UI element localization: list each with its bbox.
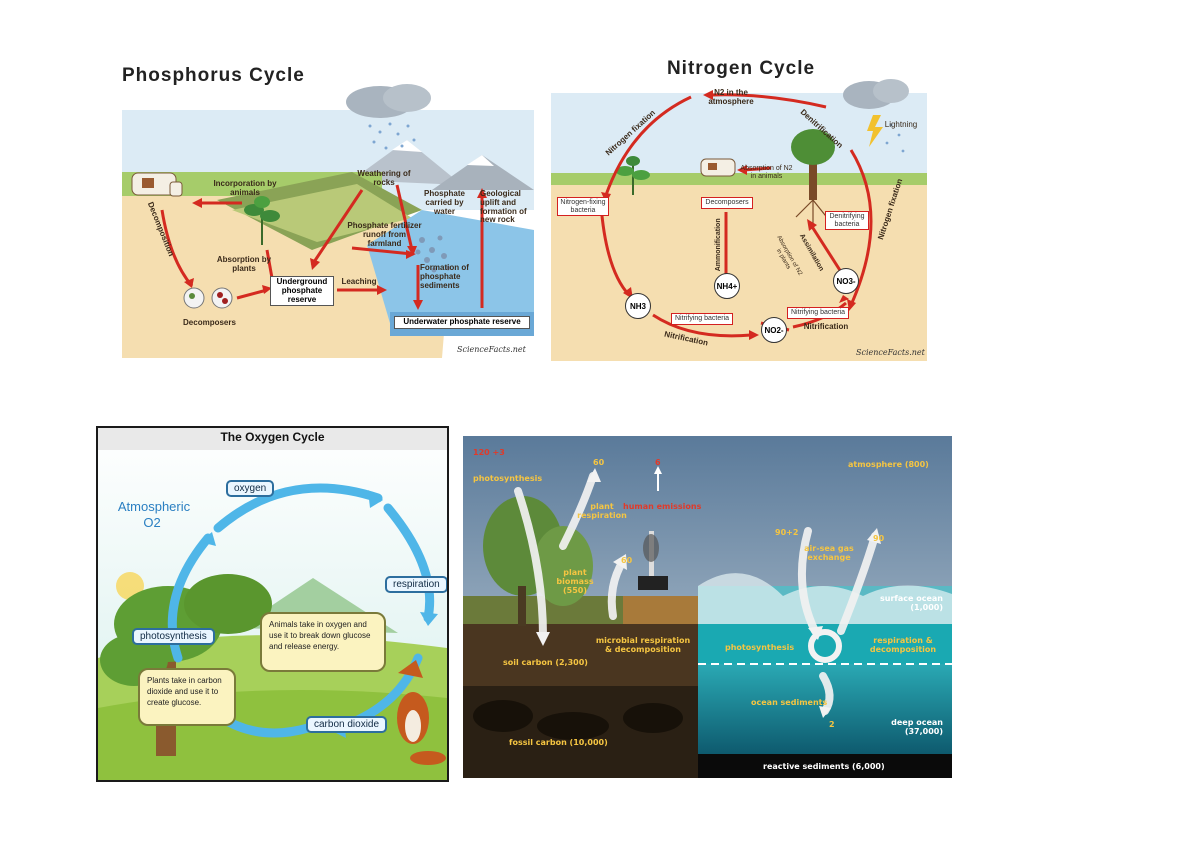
label-formation: Formation of phosphate sediments xyxy=(420,263,469,290)
oxygen-title: The Oxygen Cycle xyxy=(220,430,325,444)
label-ocean-sediments: ocean sediments xyxy=(751,698,828,707)
oxygen-cycle-panel: The Oxygen Cycle Atmospheric O2 oxygen r… xyxy=(96,426,449,782)
label-plant-respiration: plant respiration xyxy=(577,502,627,521)
decomposers-box: Decomposers xyxy=(701,197,753,209)
label-ammonification: Ammonification xyxy=(715,218,723,272)
label-photosynthesis-land: photosynthesis xyxy=(473,474,543,483)
value-2: 2 xyxy=(829,720,835,729)
label-soil-carbon: soil carbon (2,300) xyxy=(503,658,588,667)
label-nitrification-right: Nitrification xyxy=(803,322,849,331)
value-60a: 60 xyxy=(593,458,605,467)
plants-text-bubble: Plants take in carbon dioxide and use it… xyxy=(138,668,236,726)
photosynthesis-tag: photosynthesis xyxy=(132,628,215,645)
phosphorus-title: Phosphorus Cycle xyxy=(122,65,305,86)
nitrogen-cycle-panel: Nitrogen Cycle N2 in the atmosphere Nitr… xyxy=(551,55,927,361)
label-lightning: Lightning xyxy=(884,120,918,129)
nitrifying-bacteria-box-2: Nitrifying bacteria xyxy=(787,307,849,319)
label-geological: Geological uplift and formation of new r… xyxy=(480,189,527,225)
label-fertilizer: Phosphate fertilizer runoff from farmlan… xyxy=(347,221,422,248)
label-weathering: Weathering of rocks xyxy=(357,169,411,187)
label-surface-ocean: surface ocean (1,000) xyxy=(880,594,943,613)
label-n2-line1: N2 in the xyxy=(714,88,748,97)
nitrogen-fixing-bacteria-box: Nitrogen-fixing bacteria xyxy=(557,197,609,217)
phosphorus-scene xyxy=(122,60,534,358)
underground-reserve-box: Underground phosphate reserve xyxy=(270,276,334,307)
animals-text-bubble: Animals take in oxygen and use it to bre… xyxy=(260,612,386,672)
carbon-scene xyxy=(463,436,952,778)
carbon-cycle-panel: 120 +3 photosynthesis 60 plant respirati… xyxy=(463,436,952,778)
label-photosynthesis-ocean: photosynthesis xyxy=(725,643,795,652)
value-120: 120 +3 xyxy=(473,448,505,457)
nitrifying-bacteria-box-1: Nitrifying bacteria xyxy=(671,313,733,325)
nitrogen-title: Nitrogen Cycle xyxy=(666,58,816,79)
label-deep-ocean: deep ocean (37,000) xyxy=(891,718,943,737)
nh4-node: NH4+ xyxy=(714,273,740,299)
label-absorption: Absorption by plants xyxy=(216,255,272,273)
label-fossil-carbon: fossil carbon (10,000) xyxy=(509,738,608,747)
label-n2-line2: atmosphere xyxy=(708,97,754,106)
no2-node: NO2- xyxy=(761,317,787,343)
value-90: 90 xyxy=(873,534,885,543)
label-air-sea: air-sea gas exchange xyxy=(804,544,854,563)
label-leaching: Leaching xyxy=(341,277,377,286)
nh3-node: NH3 xyxy=(625,293,651,319)
label-decomposers: Decomposers xyxy=(183,318,236,327)
no3-node: NO3- xyxy=(833,268,859,294)
underwater-reserve-box: Underwater phosphate reserve xyxy=(394,316,530,329)
label-reactive-sediments: reactive sediments (6,000) xyxy=(763,762,885,771)
label-human-emissions: human emissions xyxy=(623,502,702,511)
respiration-tag: respiration xyxy=(385,576,447,593)
label-microbial: microbial respiration & decomposition xyxy=(595,636,691,655)
o2-label: O2 xyxy=(143,515,161,530)
value-6: 6 xyxy=(655,458,661,467)
phosphorus-cycle-panel: Phosphorus Cycle Incorporation by animal… xyxy=(122,60,534,358)
denitrifying-bacteria-box: Denitrifying bacteria xyxy=(825,211,869,231)
atmospheric-label: Atmospheric xyxy=(117,499,191,514)
phosphorus-watermark: ScienceFacts.net xyxy=(457,345,526,354)
oxygen-tag: oxygen xyxy=(226,480,275,497)
label-phosphate-water: Phosphate carried by water xyxy=(424,189,465,216)
value-90-2: 90+2 xyxy=(775,528,799,537)
label-resp-decomp: respiration & decomposition xyxy=(869,636,937,655)
label-absorption-animals: Absorption of N2 in animals xyxy=(740,165,793,180)
label-incorporation: Incorporation by animals xyxy=(213,179,277,197)
label-plant-biomass: plant biomass (550) xyxy=(556,568,594,596)
carbon-dioxide-tag: carbon dioxide xyxy=(306,716,388,733)
nitrogen-watermark: ScienceFacts.net xyxy=(856,348,925,357)
label-atmosphere: atmosphere (800) xyxy=(848,460,929,469)
value-60b: 60 xyxy=(621,556,633,565)
